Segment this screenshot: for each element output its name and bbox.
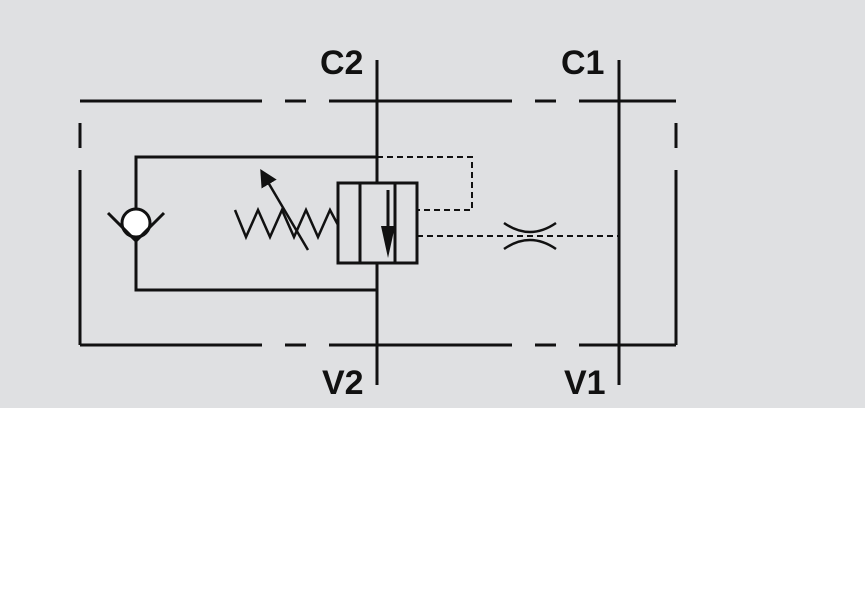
- port-label-v1: V1: [564, 364, 606, 402]
- port-label-c2: C2: [320, 44, 363, 82]
- enclosure-boundary: [78, 99, 678, 347]
- pilot-lines: [377, 156, 619, 237]
- port-label-c1: C1: [561, 44, 604, 82]
- pilot-line-upper: [377, 156, 473, 211]
- adjustable-spring-icon: [233, 168, 340, 251]
- flow-restrictor-icon: [503, 221, 557, 251]
- hydraulic-schematic: C2 C1 V2 V1: [78, 44, 678, 402]
- diagram-panel: C2 C1 V2 V1: [0, 0, 865, 408]
- check-valve-icon: [106, 207, 166, 243]
- port-label-v2: V2: [322, 364, 364, 402]
- valve-spool-icon: [336, 181, 419, 265]
